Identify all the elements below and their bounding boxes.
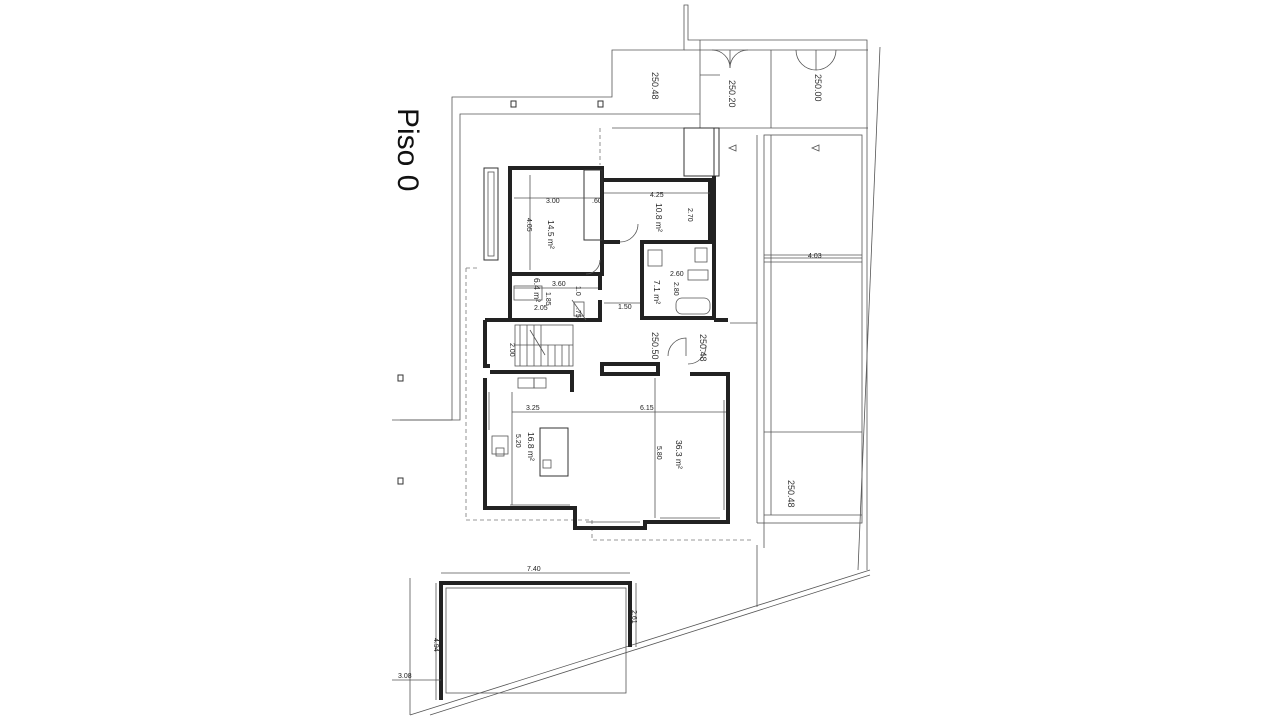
dim-living-width: 6.15 bbox=[640, 405, 654, 412]
site-boundary bbox=[392, 4, 881, 716]
dim-bedroom2-depth: 2.70 bbox=[686, 208, 693, 222]
level-label: 250.48 bbox=[786, 480, 796, 508]
dim-bedroom2-width: 4.25 bbox=[650, 192, 664, 199]
level-label: 250.20 bbox=[727, 80, 737, 108]
terrace bbox=[730, 134, 863, 548]
dim-bedroom1-depth: 4.05 bbox=[525, 218, 532, 232]
level-label: 250.00 bbox=[813, 74, 823, 102]
dim-bedroom1-width: 3.00 bbox=[546, 198, 560, 205]
level-label: 250.48 bbox=[650, 72, 660, 100]
dim-hall-2: 2.00 bbox=[508, 343, 515, 357]
dim-wc-d3: 1.0 bbox=[574, 286, 581, 296]
room-area-bedroom1: 14.5 m² bbox=[546, 220, 556, 249]
level-label: 250.48 bbox=[698, 334, 708, 362]
level-label: 250.50 bbox=[650, 332, 660, 360]
room-area-wc: 6.4 m² bbox=[532, 278, 542, 302]
dim-bedroom1-closet: .60 bbox=[592, 198, 602, 205]
garage bbox=[392, 572, 637, 700]
north-patio bbox=[612, 49, 837, 152]
dim-living-depth: 5.80 bbox=[655, 446, 662, 460]
dim-wc-d2: 2.05 bbox=[534, 305, 548, 312]
dim-bath-d1: 2.60 bbox=[670, 271, 684, 278]
dim-wc-width: 3.60 bbox=[552, 281, 566, 288]
roof-outline bbox=[465, 128, 754, 541]
dim-garage-depth: 4.94 bbox=[432, 638, 439, 652]
room-area-bath: 7.1 m² bbox=[652, 280, 662, 304]
dim-kitchen-depth: 5.20 bbox=[514, 434, 521, 448]
dim-hall-1: 1.50 bbox=[618, 304, 632, 311]
dim-wc-d1: 1.85 bbox=[544, 292, 551, 306]
dim-kitchen-width: 3.25 bbox=[526, 405, 540, 412]
dim-bath-d2: 2.80 bbox=[672, 282, 679, 296]
dim-garage-offset: 3.08 bbox=[398, 673, 412, 680]
dim-garage-d2: 2.61 bbox=[630, 610, 637, 624]
marker bbox=[397, 374, 404, 382]
room-area-bedroom2: 10.8 m² bbox=[654, 203, 664, 232]
room-area-kitchen: 16.8 m² bbox=[526, 432, 536, 461]
marker bbox=[397, 477, 404, 485]
dim-terrace-width: 4.03 bbox=[808, 253, 822, 260]
dim-garage-width: 7.40 bbox=[527, 566, 541, 573]
building-walls bbox=[483, 127, 862, 530]
dim-wc-d4: .75 bbox=[574, 308, 581, 318]
floor-title: Piso 0 bbox=[391, 108, 424, 191]
room-area-living: 36.3 m² bbox=[674, 440, 684, 469]
